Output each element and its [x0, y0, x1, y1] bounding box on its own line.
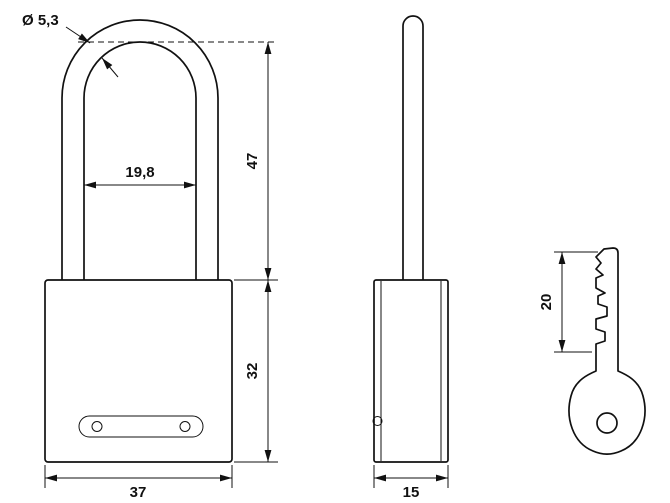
key-view: 20	[538, 247, 646, 455]
front-view-padlock	[44, 19, 276, 463]
dim-label-body-height: 32	[244, 363, 261, 380]
dim-label-body-depth: 15	[403, 484, 420, 501]
rivet-left	[91, 421, 103, 432]
shackle-inner-arc-leader	[101, 57, 119, 78]
shackle-outline-outer	[61, 19, 219, 285]
dim-label-key-length: 20	[538, 294, 555, 311]
padlock-body-front	[44, 279, 233, 463]
shackle-diameter-leader	[65, 26, 91, 44]
side-pin-detail	[372, 416, 383, 426]
body-plate-slot	[78, 415, 204, 438]
side-shackle-leg	[402, 15, 424, 285]
shackle-outline-inner	[83, 41, 197, 285]
dim-label-inner-width: 19,8	[125, 164, 154, 181]
dim-label-body-width: 37	[130, 484, 147, 501]
dim-label-shackle-diameter: Ø 5,3	[22, 12, 59, 29]
key-bow-hole	[596, 412, 618, 434]
padlock-body-side	[373, 279, 449, 463]
dim-label-shackle-height: 47	[244, 153, 261, 170]
side-view-padlock: 15	[372, 15, 449, 501]
key-outline	[568, 247, 646, 455]
front-view-dimensions: Ø 5,3 19,8 47 32 37	[22, 12, 278, 501]
rivet-right	[179, 421, 191, 432]
